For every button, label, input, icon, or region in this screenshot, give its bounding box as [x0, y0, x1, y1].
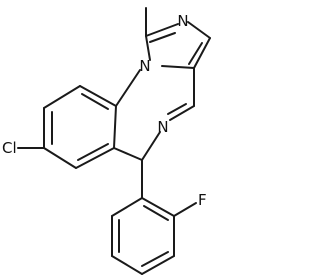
bond-n2-c3: [187, 21, 211, 39]
bond-c10-c10a-inner: [81, 93, 109, 110]
bond-c1prime-c2prime: [141, 197, 175, 217]
atom-label-n-fused: N: [139, 57, 150, 75]
bond-c10a-c6a: [113, 105, 117, 149]
bond-c1-n2-double-inner: [149, 32, 176, 43]
bond-c6a-c7-inner: [77, 143, 109, 161]
bond-c1prime-c2prime-inner: [143, 205, 169, 221]
bond-c6-c6a: [113, 147, 143, 161]
bond-c3prime-c4prime-inner: [141, 251, 169, 267]
bond-c4-n5-double-inner: [167, 103, 187, 115]
bond-c2prime-f: [173, 202, 197, 217]
bond-c3-c3a: [193, 37, 211, 69]
bond-c6a-c7: [75, 147, 115, 169]
bond-c3prime-c4prime: [141, 255, 175, 275]
bond-c1-n2-double: [145, 23, 179, 37]
bond-c6prime-c1prime: [111, 197, 143, 217]
atom-label-n-imidazole: N: [177, 12, 188, 30]
bond-n10-c1: [145, 35, 151, 61]
chemical-structure-diagram: N N N Cl F: [2, 7, 211, 275]
bond-c4prime-c5prime: [111, 255, 143, 275]
bond-c7-c8: [43, 147, 77, 169]
bond-n5-c6: [141, 131, 161, 161]
bond-c3a-n10: [161, 65, 195, 69]
bond-c10-c10a: [79, 85, 117, 107]
bond-c9-c10: [43, 85, 81, 109]
bond-c4-n5-double: [169, 105, 195, 121]
bond-n10-c10a: [115, 69, 141, 107]
atom-label-n-imine: N: [157, 118, 168, 136]
atom-label-chlorine: Cl: [2, 139, 17, 157]
atom-label-fluorine: F: [198, 191, 207, 209]
bond-c3-c3a-inner: [188, 42, 203, 65]
